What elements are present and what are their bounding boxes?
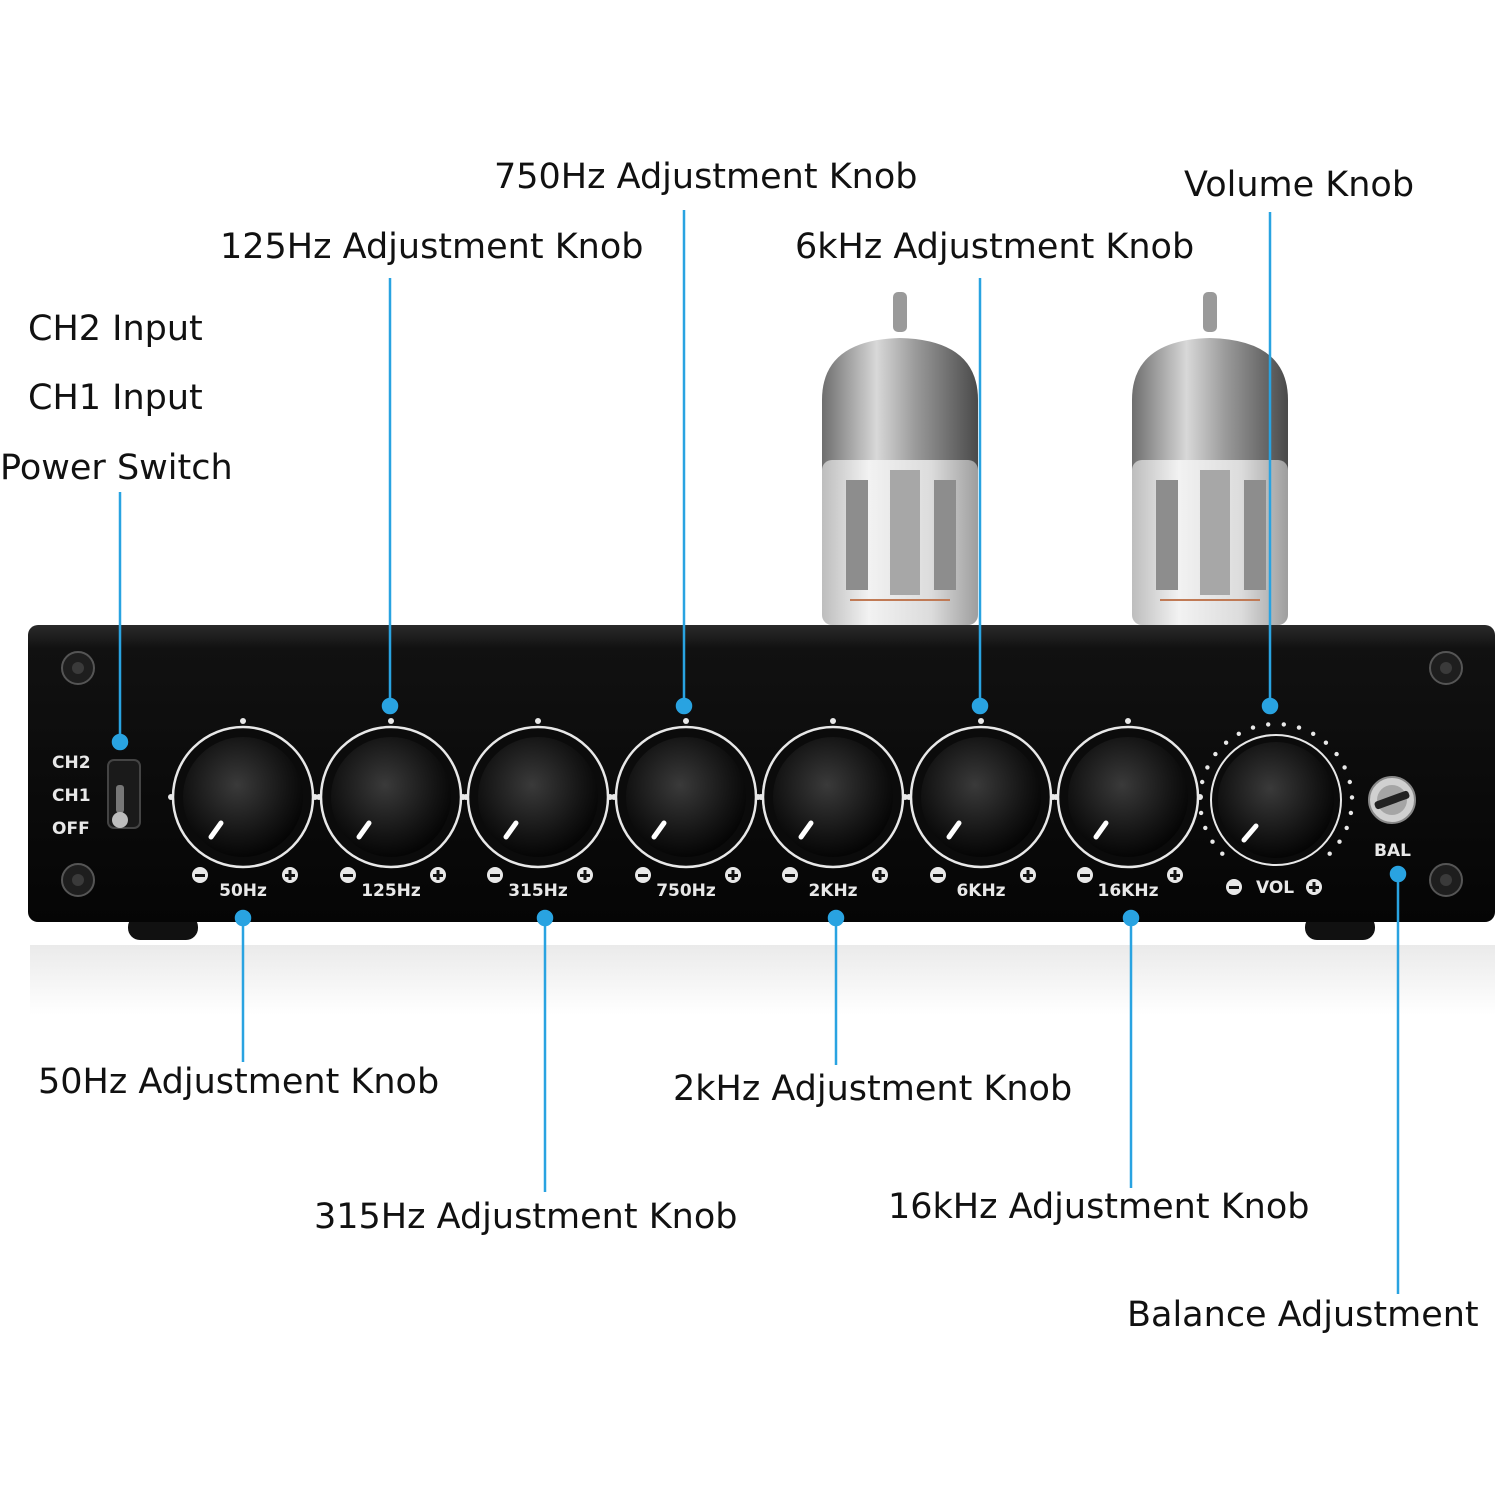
switch-label-off: OFF — [52, 819, 90, 839]
screw-icon — [61, 651, 1463, 897]
volume-knob[interactable] — [1197, 722, 1355, 866]
leader-dot — [827, 909, 845, 927]
knob-frequency-label: 315Hz — [508, 881, 568, 901]
eq-knob[interactable] — [758, 718, 908, 869]
vacuum-tube-right — [1132, 292, 1288, 625]
leader-dot — [234, 909, 252, 927]
callout-power-switch: Power Switch — [0, 448, 233, 488]
eq-knob[interactable] — [611, 718, 761, 869]
knob-frequency-label: 125Hz — [361, 881, 421, 901]
plus-icon — [282, 867, 298, 883]
minus-icon — [930, 867, 946, 883]
knob-frequency-label: 2KHz — [808, 881, 857, 901]
plus-icon — [1167, 867, 1183, 883]
minus-icon — [192, 867, 208, 883]
leader-dot — [1261, 697, 1279, 715]
bal-label: BAL — [1374, 841, 1411, 861]
eq-knob[interactable] — [463, 718, 613, 869]
callout-balance: Balance Adjustment — [1127, 1295, 1479, 1335]
eq-knob[interactable] — [1053, 718, 1203, 869]
toggle-switch[interactable] — [107, 759, 141, 829]
knob-frequency-label: 6KHz — [956, 881, 1005, 901]
leader-dot — [971, 697, 989, 715]
callout-16khz-knob: 16kHz Adjustment Knob — [888, 1187, 1310, 1227]
plus-icon — [1020, 867, 1036, 883]
knob-frequency-label: 750Hz — [656, 881, 716, 901]
plus-icon — [1306, 879, 1322, 895]
plus-icon — [577, 867, 593, 883]
callout-ch1-input: CH1 Input — [28, 378, 203, 418]
callout-50hz-knob: 50Hz Adjustment Knob — [38, 1062, 440, 1102]
eq-knob[interactable] — [168, 718, 318, 869]
leader-dot — [675, 697, 693, 715]
vacuum-tube-left — [822, 292, 978, 625]
minus-icon — [1226, 879, 1242, 895]
balance-knob[interactable] — [1368, 776, 1416, 824]
callout-2khz-knob: 2kHz Adjustment Knob — [673, 1069, 1073, 1109]
minus-icon — [340, 867, 356, 883]
eq-knob[interactable] — [316, 718, 466, 869]
switch-label-ch2: CH2 — [52, 753, 91, 773]
leader-dot — [1122, 909, 1140, 927]
leader-dot — [381, 697, 399, 715]
leader-dot — [536, 909, 554, 927]
minus-icon — [782, 867, 798, 883]
minus-icon — [487, 867, 503, 883]
callout-315hz-knob: 315Hz Adjustment Knob — [314, 1197, 738, 1237]
eq-knob[interactable] — [906, 718, 1056, 869]
callout-125hz-knob: 125Hz Adjustment Knob — [220, 227, 644, 267]
minus-icon — [635, 867, 651, 883]
leader-dot — [111, 733, 129, 751]
knob-frequency-label: 50Hz — [219, 881, 267, 901]
callout-750hz-knob: 750Hz Adjustment Knob — [494, 157, 918, 197]
plus-icon — [872, 867, 888, 883]
plus-icon — [430, 867, 446, 883]
callout-volume-knob: Volume Knob — [1184, 165, 1415, 205]
vol-label: VOL — [1256, 878, 1294, 898]
switch-label-ch1: CH1 — [52, 786, 91, 806]
leader-dot — [1389, 865, 1407, 883]
minus-icon — [1077, 867, 1093, 883]
callout-6khz-knob: 6kHz Adjustment Knob — [795, 227, 1195, 267]
plus-icon — [725, 867, 741, 883]
callout-ch2-input: CH2 Input — [28, 309, 203, 349]
panel-reflection — [30, 945, 1495, 1015]
knob-frequency-label: 16KHz — [1098, 881, 1159, 901]
